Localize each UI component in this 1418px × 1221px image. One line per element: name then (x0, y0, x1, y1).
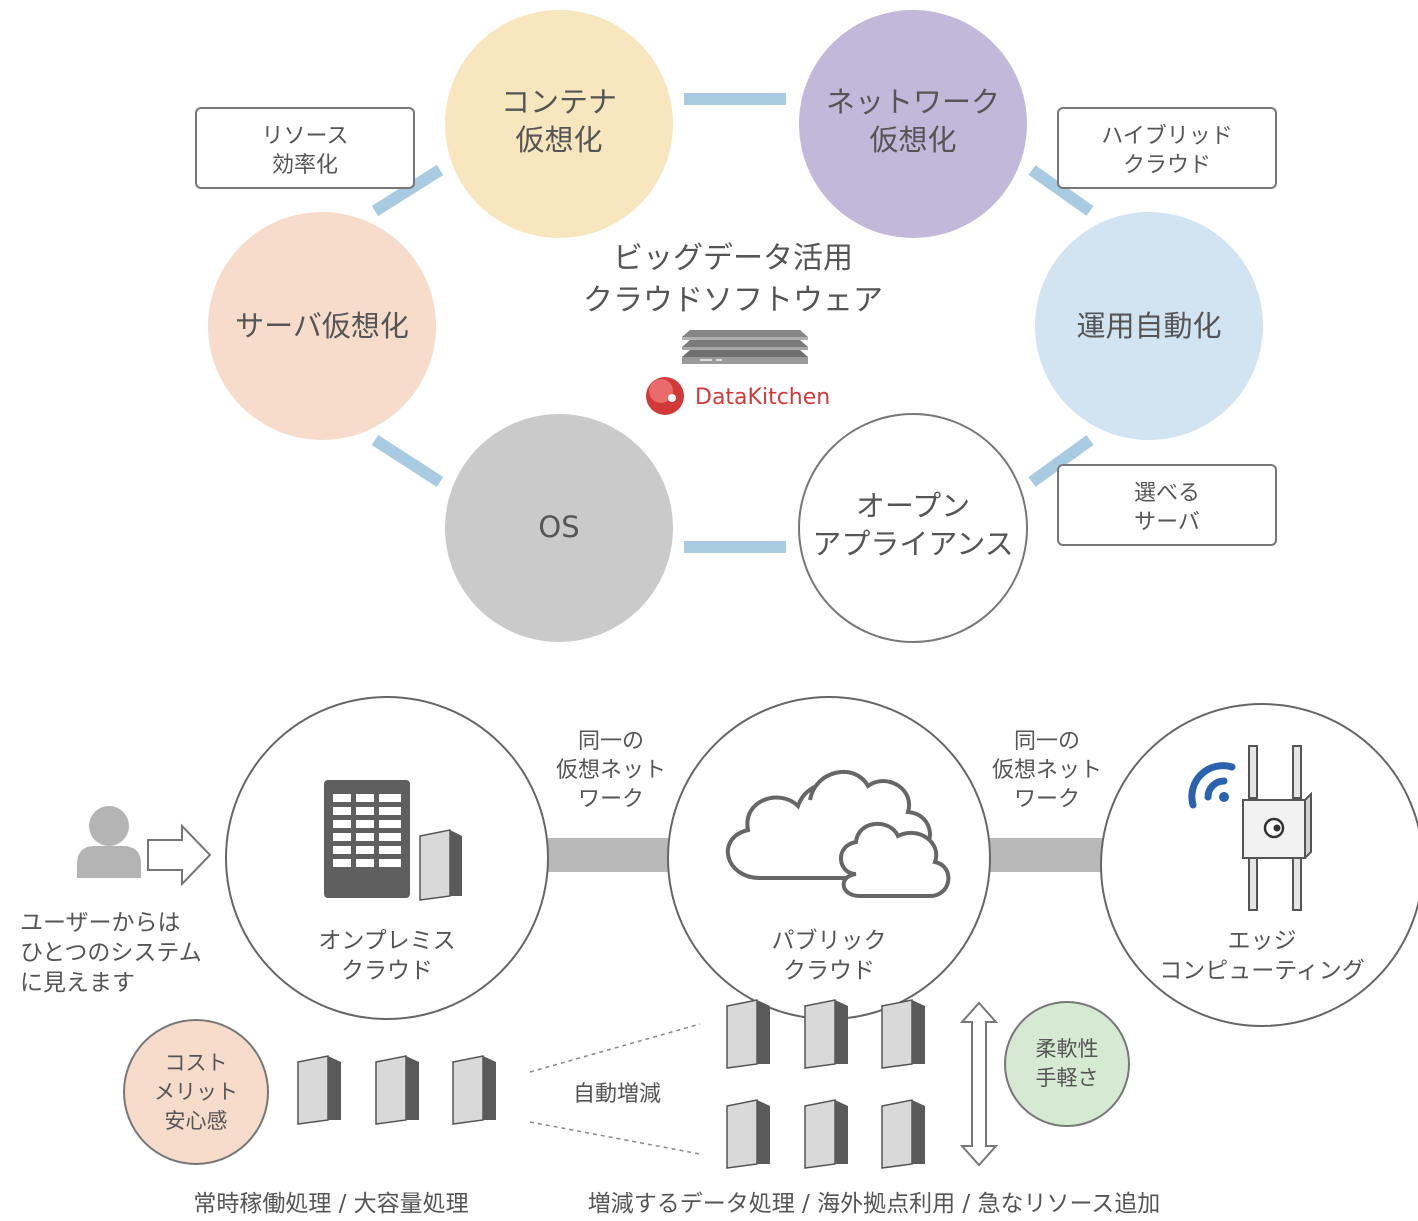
network-bar-right (988, 838, 1108, 872)
datakitchen-logo: DataKitchen (646, 377, 830, 415)
box-choose-server: 選べる サーバ (1057, 464, 1277, 546)
edge-device-icon (1242, 745, 1312, 911)
server-group-left (297, 1055, 496, 1125)
connector-server-container (371, 164, 444, 217)
circle-network-virtualization: ネットワーク 仮想化 (799, 10, 1027, 238)
server-tower-icon (804, 999, 848, 1069)
svg-text:コンピューティング: コンピューティング (1159, 958, 1365, 984)
server-tower-icon (881, 1099, 925, 1169)
svg-text:コンテナ: コンテナ (501, 85, 617, 119)
svg-text:リソース: リソース (262, 124, 349, 149)
svg-text:柔軟性: 柔軟性 (1036, 1037, 1099, 1061)
cloud-icon (725, 769, 951, 898)
network-label-left: 同一の 仮想ネット ワーク (556, 729, 666, 812)
building-icon (324, 780, 410, 898)
cost-merit-badge: コスト メリット 安心感 (123, 1019, 269, 1165)
svg-text:ひとつのシステム: ひとつのシステム (20, 940, 202, 966)
svg-text:ワーク: ワーク (1014, 787, 1080, 812)
connector-server-os (371, 434, 444, 488)
circle-open-appliance: オープン アプライアンス (798, 413, 1028, 643)
caption-left: 常時稼働処理 / 大容量処理 (193, 1191, 468, 1217)
server-tower-icon (452, 1055, 496, 1125)
svg-text:運用自動化: 運用自動化 (1076, 309, 1221, 343)
arrow-right-icon (147, 823, 212, 887)
user-icon (77, 806, 141, 878)
svg-text:メリット: メリット (154, 1080, 238, 1104)
connector-network-automation (1028, 165, 1094, 216)
svg-text:選べる: 選べる (1134, 481, 1200, 506)
server-tower-icon (375, 1055, 419, 1125)
svg-text:オンプレミス: オンプレミス (318, 928, 455, 954)
svg-text:ビッグデータ活用: ビッグデータ活用 (613, 241, 853, 276)
server-tower-icon (804, 1099, 848, 1169)
svg-text:クラウド: クラウド (341, 958, 433, 984)
svg-text:アプライアンス: アプライアンス (812, 527, 1013, 561)
flexibility-badge: 柔軟性 手軽さ (1004, 1001, 1130, 1127)
network-bar-left (548, 838, 674, 872)
svg-text:サーバ: サーバ (1134, 510, 1200, 535)
auto-scale-label: 自動増減 (573, 1082, 661, 1107)
server-tower-icon (297, 1055, 341, 1125)
circle-os: OS (445, 414, 673, 642)
box-hybrid-cloud: ハイブリッド クラウド (1057, 107, 1277, 189)
server-tower-icon (881, 999, 925, 1069)
circle-container-virtualization: コンテナ 仮想化 (445, 10, 673, 238)
server-group-right-bottom (726, 1099, 925, 1169)
server-group-right-top (726, 999, 925, 1069)
svg-text:サーバ仮想化: サーバ仮想化 (235, 309, 409, 343)
circle-edge-computing: エッジ コンピューティング (1100, 703, 1418, 1027)
box-resource-efficiency: リソース 効率化 (195, 107, 415, 189)
caption-right: 増減するデータ処理 / 海外拠点利用 / 急なリソース追加 (588, 1191, 1161, 1217)
svg-text:に見えます: に見えます (20, 970, 135, 996)
svg-text:OS: OS (538, 510, 579, 544)
connector-ring (371, 93, 1094, 553)
auto-scale-lines (529, 1023, 701, 1155)
connector-automation-appliance (1028, 435, 1094, 487)
svg-text:効率化: 効率化 (272, 153, 338, 178)
svg-text:仮想化: 仮想化 (869, 123, 956, 157)
svg-text:手軽さ: 手軽さ (1036, 1066, 1099, 1090)
svg-text:エッジ: エッジ (1228, 928, 1297, 954)
double-arrow-vertical-icon (959, 1001, 999, 1167)
svg-text:コスト: コスト (165, 1051, 228, 1075)
circle-operation-automation: 運用自動化 (1035, 212, 1263, 440)
center-product-label: ビッグデータ活用 クラウドソフトウェア (583, 241, 883, 318)
wifi-icon (1188, 762, 1236, 809)
user-description: ユーザーからは ひとつのシステム に見えます (20, 910, 202, 996)
circle-server-virtualization: サーバ仮想化 (208, 212, 436, 440)
server-tower-icon (726, 1099, 770, 1169)
svg-text:クラウド: クラウド (783, 958, 875, 984)
svg-text:同一の: 同一の (1014, 729, 1080, 754)
svg-text:ワーク: ワーク (578, 787, 644, 812)
svg-text:ハイブリッド: ハイブリッド (1101, 124, 1233, 149)
svg-text:安心感: 安心感 (165, 1109, 228, 1133)
svg-text:ネットワーク: ネットワーク (826, 85, 1000, 119)
server-tower-icon (726, 999, 770, 1069)
svg-text:ユーザーからは: ユーザーからは (20, 910, 181, 936)
svg-text:仮想ネット: 仮想ネット (992, 758, 1102, 783)
svg-text:パブリック: パブリック (772, 928, 887, 954)
svg-text:DataKitchen: DataKitchen (695, 385, 830, 410)
svg-text:クラウド: クラウド (1123, 153, 1211, 178)
svg-text:クラウドソフトウェア: クラウドソフトウェア (583, 283, 883, 318)
server-tower-icon (419, 829, 462, 901)
network-label-right: 同一の 仮想ネット ワーク (992, 729, 1102, 812)
svg-text:仮想ネット: 仮想ネット (556, 758, 666, 783)
svg-text:仮想化: 仮想化 (515, 123, 602, 157)
svg-text:同一の: 同一の (578, 729, 644, 754)
svg-text:オープン: オープン (856, 489, 970, 523)
rack-server-icon (682, 330, 808, 364)
